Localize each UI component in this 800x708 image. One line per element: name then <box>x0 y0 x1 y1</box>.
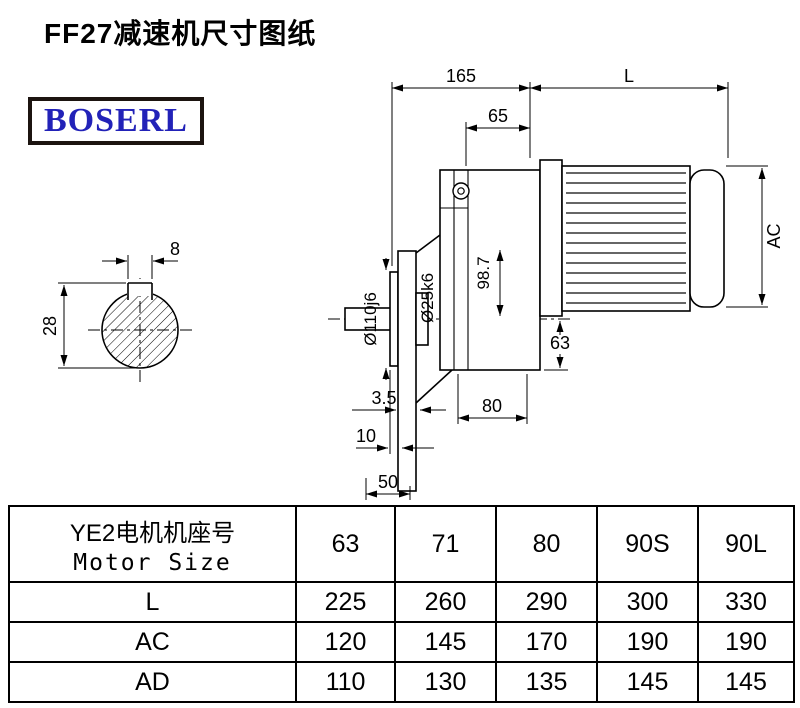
dim-50-label: 50 <box>378 472 398 492</box>
dimension-drawing: 8 28 <box>40 66 784 500</box>
dim-flange-spigot-label: Ø110j6 <box>361 292 380 346</box>
header-frame-90S: 90S <box>596 505 699 583</box>
row-label-AD: AD <box>8 661 297 703</box>
motor <box>539 159 725 317</box>
table-cell: 330 <box>697 581 795 623</box>
table-row-AD: AD 110 130 135 145 145 <box>8 661 795 703</box>
dim-165-label: 165 <box>446 66 476 86</box>
dim-3-5-label: 3.5 <box>371 388 396 408</box>
mounting-flange <box>397 250 417 492</box>
table-cell: 130 <box>394 661 497 703</box>
table-cell: 170 <box>495 621 598 663</box>
dim-10-label: 10 <box>356 426 376 446</box>
header-frame-63: 63 <box>295 505 396 583</box>
table-cell: 260 <box>394 581 497 623</box>
gearbox-housing <box>439 169 541 371</box>
table-cell: 110 <box>295 661 396 703</box>
size-table: YE2电机机座号 Motor Size 63 71 80 90S 90L L 2… <box>8 505 795 703</box>
table-cell: 190 <box>596 621 699 663</box>
table-row-L: L 225 260 290 300 330 <box>8 581 795 623</box>
dimensions: 165 L 65 AC Ø110j6 Ø25k6 98.7 <box>352 66 784 500</box>
dim-98-label: 98.7 <box>474 256 493 289</box>
table-cell: 290 <box>495 581 598 623</box>
dim-63-label: 63 <box>550 333 570 353</box>
reducer-side-view <box>328 169 572 492</box>
table-cell: 225 <box>295 581 396 623</box>
row-label-AC: AC <box>8 621 297 663</box>
dim-key-height-label: 28 <box>40 316 60 336</box>
shaft-section-circle <box>101 291 179 369</box>
motor-size-header: YE2电机机座号 Motor Size <box>8 505 297 583</box>
motor-adapter-flange <box>539 159 563 317</box>
table-cell: 145 <box>596 661 699 703</box>
table-cell: 300 <box>596 581 699 623</box>
header-frame-80: 80 <box>495 505 598 583</box>
table-cell: 120 <box>295 621 396 663</box>
flange-spigot <box>389 271 399 367</box>
table-cell: 145 <box>394 621 497 663</box>
motor-end-cap <box>689 169 725 308</box>
dim-AC-label: AC <box>764 223 784 248</box>
table-header-row: YE2电机机座号 Motor Size 63 71 80 90S 90L <box>8 505 795 583</box>
dim-shaft-dia-label: Ø25k6 <box>418 273 437 323</box>
table-cell: 135 <box>495 661 598 703</box>
dim-key-width-label: 8 <box>170 239 180 259</box>
lifting-hole-inner <box>457 187 465 195</box>
boserl-logo: BOSERL <box>28 97 204 145</box>
header-frame-71: 71 <box>394 505 497 583</box>
shaft-boss <box>415 292 429 346</box>
row-label-L: L <box>8 581 297 623</box>
page-title: FF27减速机尺寸图纸 <box>44 18 317 49</box>
table-cell: 145 <box>697 661 795 703</box>
header-frame-90L: 90L <box>697 505 795 583</box>
table-cell: 190 <box>697 621 795 663</box>
dim-80-label: 80 <box>482 396 502 416</box>
motor-fins <box>566 172 686 305</box>
logo-text: BOSERL <box>44 102 188 139</box>
dim-65-label: 65 <box>488 106 508 126</box>
motor-size-header-en: Motor Size <box>73 549 232 576</box>
motor-size-header-cn: YE2电机机座号 <box>69 519 236 547</box>
shaft-end-view: 8 28 <box>40 239 192 382</box>
dim-L-label: L <box>624 66 634 86</box>
table-row-AC: AC 120 145 170 190 190 <box>8 621 795 663</box>
keyway-cutout <box>127 279 153 296</box>
